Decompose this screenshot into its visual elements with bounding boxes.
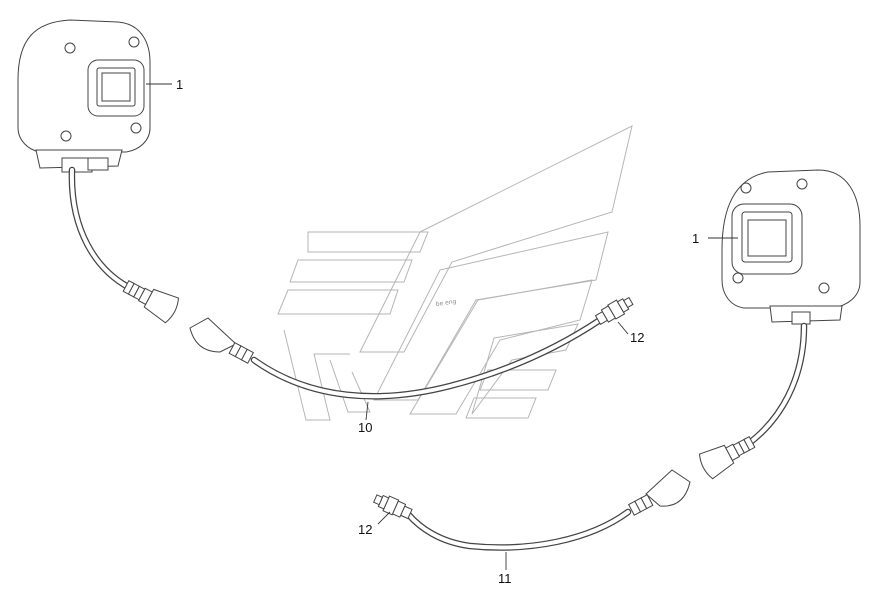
camera-left (17, 19, 151, 173)
cable-left-camera (68, 166, 180, 324)
connector-12-middle (594, 296, 634, 326)
cable-right-camera (698, 322, 808, 480)
callout-camera-left: 1 (176, 77, 183, 92)
cable-11 (372, 469, 691, 551)
camera-right (721, 169, 861, 325)
watermark-text: be eng (435, 298, 457, 308)
callout-connector-bottom: 12 (358, 522, 372, 537)
callout-cable-11: 11 (498, 571, 512, 586)
leader-connector-middle (617, 321, 629, 335)
callout-connector-middle: 12 (630, 330, 644, 345)
callout-cable-10: 10 (358, 420, 372, 435)
connector-12-bottom (372, 494, 413, 520)
callout-camera-right: 1 (692, 231, 699, 246)
watermark-logo: be eng (277, 125, 633, 421)
leader-connector-bottom (377, 511, 391, 525)
leader-cable-10 (365, 401, 369, 421)
cable-10 (189, 296, 634, 400)
